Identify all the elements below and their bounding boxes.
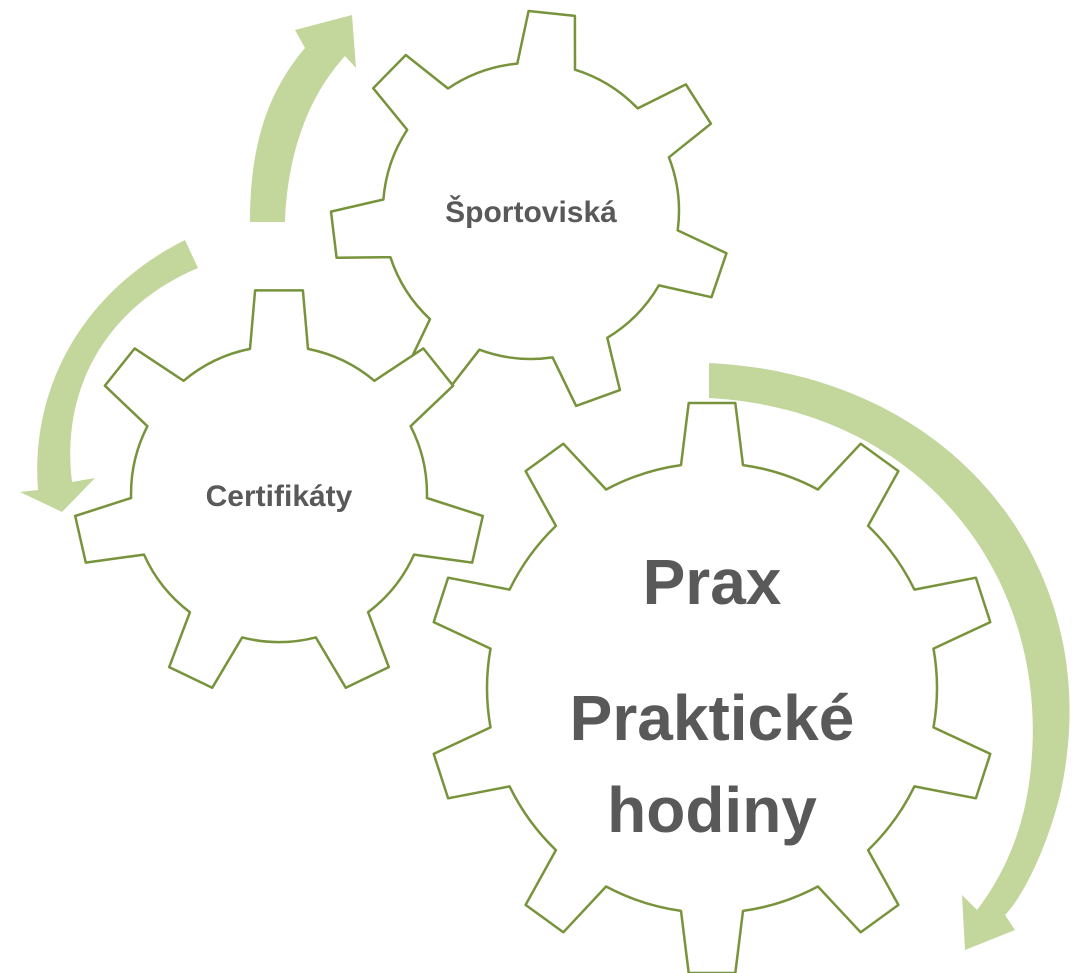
gear-sportoviska bbox=[329, 9, 728, 408]
cycle-arrow-down-left-icon bbox=[20, 240, 198, 512]
cycle-arrow-down-right-icon bbox=[709, 363, 1070, 950]
gear-label-sportoviska: Športoviská bbox=[445, 195, 617, 229]
gear-label-prax-line-2: hodiny bbox=[607, 774, 817, 846]
gear-label-certifikaty: Certifikáty bbox=[206, 480, 353, 513]
cycle-arrow-up-icon bbox=[250, 15, 356, 222]
gear-label-prax-title: Prax bbox=[643, 546, 782, 618]
gear-prax bbox=[432, 401, 992, 973]
gear-certifikaty bbox=[73, 289, 485, 690]
gear-label-prax-line-1: Praktické bbox=[570, 682, 855, 754]
